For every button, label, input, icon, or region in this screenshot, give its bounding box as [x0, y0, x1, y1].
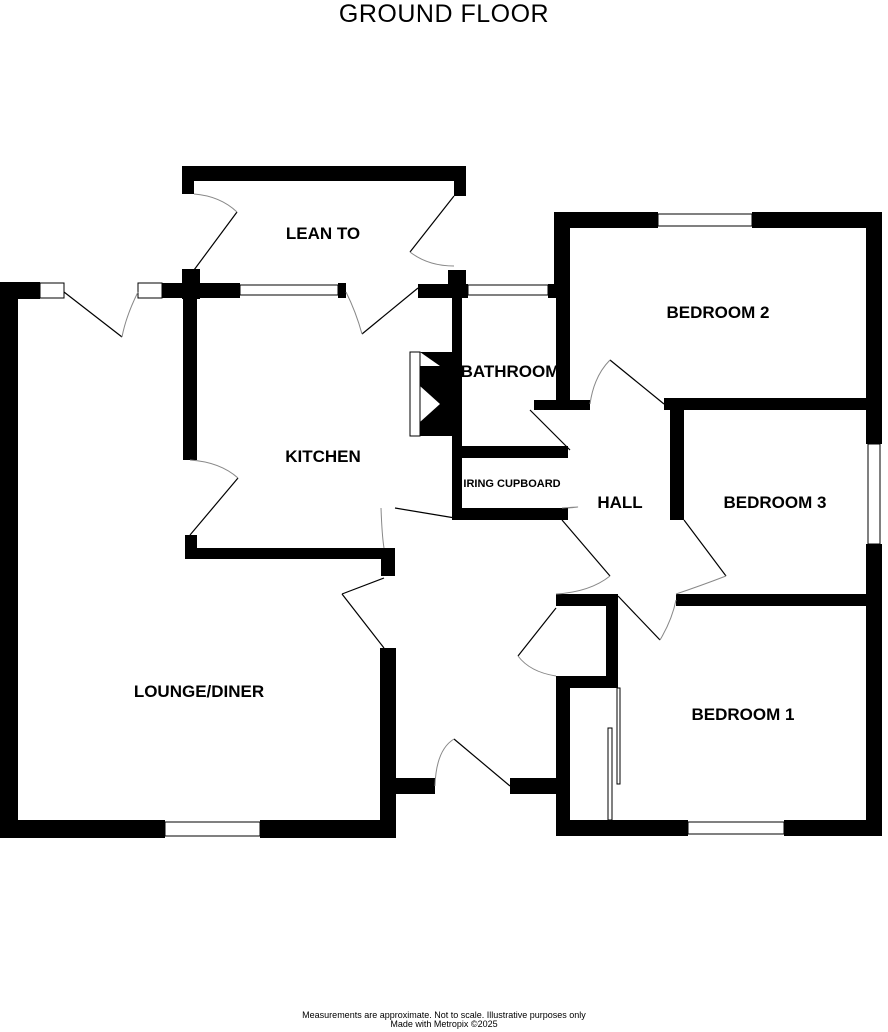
room-label-bedroom-1: BEDROOM 1: [691, 705, 795, 724]
disclaimer-text: Measurements are approximate. Not to sca…: [302, 1010, 586, 1020]
windows: [39, 213, 881, 837]
room-label-airing-cupboard: IRING CUPBOARD: [463, 478, 561, 490]
bedroom-1-walls: [510, 594, 882, 836]
room-label-bedroom-3: BEDROOM 3: [723, 493, 827, 512]
credit-text: Made with Metropix ©2025: [390, 1019, 498, 1029]
floor-title: GROUND FLOOR: [338, 0, 550, 28]
room-label-kitchen: KITCHEN: [285, 447, 361, 466]
chimney-breast: [409, 351, 452, 437]
bedroom-3-walls: [670, 398, 882, 606]
room-label-bedroom-2: BEDROOM 2: [666, 303, 770, 322]
door-arcs: [121, 193, 727, 787]
room-label-lounge-diner: LOUNGE/DINER: [133, 682, 265, 701]
room-label-lean-to: LEAN TO: [285, 224, 361, 243]
bedroom-2-walls: [554, 212, 882, 444]
lounge-walls: [0, 282, 435, 838]
bathroom-walls: [458, 298, 590, 520]
room-label-bathroom: BATHROOM: [460, 362, 560, 381]
kitchen-walls: [183, 283, 462, 559]
door-leaves: [63, 195, 727, 787]
room-label-hall: HALL: [597, 493, 643, 512]
